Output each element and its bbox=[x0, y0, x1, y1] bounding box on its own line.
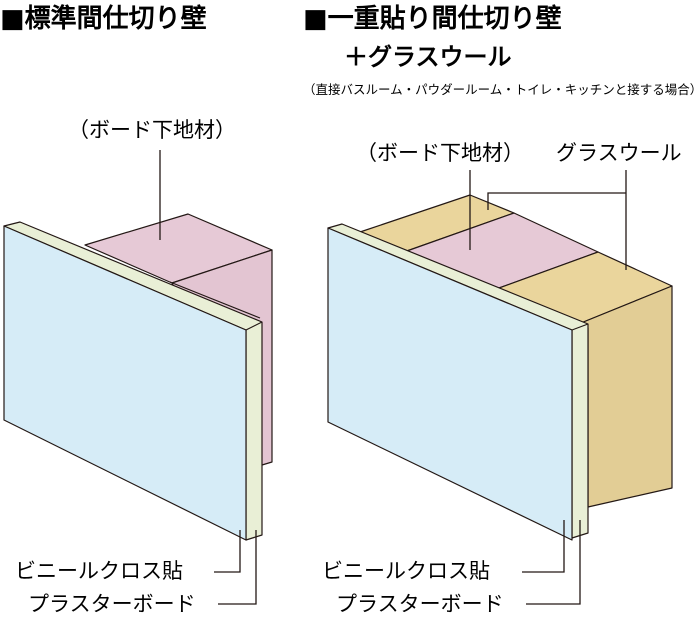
right-plaster-label: プラスターボード bbox=[336, 592, 504, 616]
right-board-edge-line bbox=[571, 323, 589, 331]
left-stud-label: （ボード下地材） bbox=[68, 118, 236, 142]
right-plaster-leader bbox=[526, 520, 581, 605]
left-vinyl-label: ビニールクロス貼 bbox=[15, 559, 183, 583]
right-glasswool-leader bbox=[487, 170, 627, 270]
left-vinyl-leader bbox=[214, 530, 241, 573]
right-stud-label: （ボード下地材） bbox=[356, 141, 524, 165]
left-vinyl-cloth-face bbox=[3, 225, 247, 541]
right-wall-illustration bbox=[327, 194, 673, 541]
left-plaster-leader bbox=[218, 530, 257, 605]
left-board-edge-line bbox=[245, 321, 263, 331]
right-title: ■一重貼り間仕切り壁 bbox=[303, 3, 562, 34]
right-glasswool-label: グラスウール bbox=[556, 141, 682, 165]
left-title: ■標準間仕切り壁 bbox=[0, 3, 207, 34]
right-vinyl-cloth-face bbox=[327, 227, 573, 541]
left-stud-edge bbox=[169, 281, 261, 319]
right-vinyl-leader bbox=[522, 520, 565, 573]
right-glasswool-side bbox=[575, 285, 673, 508]
right-subtitle: ＋グラスウール bbox=[344, 43, 512, 71]
left-wall-illustration bbox=[3, 213, 273, 541]
right-condition-note: （直接バスルーム・パウダールーム・トイレ・キッチンと接する場合） bbox=[303, 82, 695, 97]
right-vinyl-label: ビニールクロス貼 bbox=[322, 559, 490, 583]
left-plaster-label: プラスターボード bbox=[28, 592, 196, 616]
